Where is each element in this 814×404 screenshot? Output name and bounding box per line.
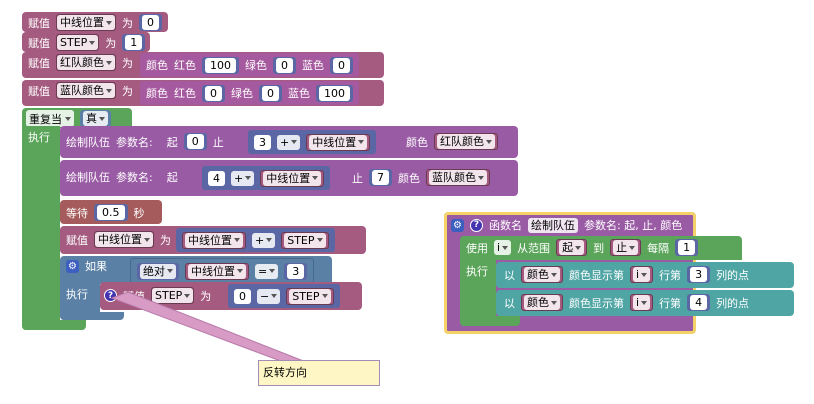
chevron-down-icon: [271, 294, 278, 298]
chevron-down-icon: [575, 245, 582, 250]
var-dropdown[interactable]: 蓝队颜色: [56, 82, 116, 99]
assign-label: 赋值: [28, 84, 50, 98]
chevron-down-icon: [106, 88, 112, 93]
to-label: 为: [122, 56, 133, 70]
for-bottom-bar: [460, 316, 520, 326]
help-icon[interactable]: ?: [470, 218, 483, 232]
var-dropdown[interactable]: STEP: [56, 34, 100, 51]
if-bottom-bar: [60, 312, 124, 320]
chevron-down-icon: [291, 140, 298, 144]
chevron-down-icon: [167, 269, 173, 273]
set-pixel-block[interactable]: 以 颜色 颜色显示第 i 行第 3 列的点: [496, 262, 794, 288]
chevron-down-icon: [551, 300, 557, 305]
assign-label: 赋值: [28, 36, 50, 50]
to-label: 为: [105, 36, 117, 50]
repeat-body-bar: 执行: [22, 126, 60, 330]
set-step-block[interactable]: 赋值 STEP 为 1: [22, 32, 150, 52]
chevron-down-icon: [629, 245, 636, 250]
chevron-down-icon: [266, 238, 273, 242]
chevron-down-icon: [144, 237, 150, 242]
chevron-down-icon: [234, 238, 240, 242]
chevron-down-icon: [641, 272, 648, 277]
number-slot[interactable]: 0: [139, 14, 162, 31]
compare-block[interactable]: 绝对 中线位置 = 3: [130, 258, 315, 284]
repeat-while-block[interactable]: 重复当 真: [22, 108, 132, 128]
do-label: 执行: [66, 288, 88, 301]
call-draw-team-block[interactable]: 绘制队伍 参数名: 起 0 止 3 + 中线位置 颜色 红队颜色: [60, 126, 518, 158]
set-mid-block[interactable]: 赋值 中线位置 为 0: [22, 12, 168, 32]
to-label: 为: [122, 16, 133, 30]
chevron-down-icon: [269, 269, 276, 273]
if-block[interactable]: ⚙ 如果 绝对 中线位置 = 3: [60, 256, 332, 284]
chevron-down-icon: [478, 175, 484, 180]
chevron-down-icon: [106, 20, 112, 25]
gear-icon[interactable]: ⚙: [66, 259, 79, 273]
var-dropdown[interactable]: 中线位置: [56, 14, 116, 31]
do-label: 执行: [466, 265, 488, 278]
do-label: 执行: [28, 131, 50, 144]
chevron-down-icon: [312, 176, 319, 180]
set-blue-block[interactable]: 赋值 蓝队颜色 为 颜色 红色 0 绿色 0 蓝色 100: [22, 80, 384, 106]
chevron-down-icon: [316, 238, 323, 242]
gear-icon[interactable]: ⚙: [451, 218, 464, 232]
wait-block[interactable]: 等待 0.5 秒: [60, 200, 162, 224]
color-rgb-block[interactable]: 颜色 红色 100 绿色 0 蓝色 0: [140, 53, 359, 77]
chevron-down-icon: [551, 272, 557, 277]
chevron-down-icon: [65, 116, 71, 121]
chevron-down-icon: [99, 116, 105, 121]
chevron-down-icon: [237, 269, 243, 273]
to-label: 为: [122, 84, 133, 98]
function-name-field[interactable]: 绘制队伍: [528, 217, 578, 233]
math-add-block[interactable]: 中线位置 + STEP: [176, 228, 335, 252]
repeat-mode-dropdown[interactable]: 重复当: [26, 110, 74, 127]
math-add-block[interactable]: 3 + 中线位置: [248, 130, 377, 154]
chevron-down-icon: [184, 293, 191, 298]
comment-text[interactable]: 反转方向: [263, 366, 307, 379]
chevron-down-icon: [89, 40, 96, 45]
var-dropdown[interactable]: 红队颜色: [56, 54, 116, 71]
set-pixel-block[interactable]: 以 颜色 颜色显示第 i 行第 4 列的点: [496, 290, 794, 316]
chevron-down-icon: [641, 300, 648, 305]
assign-label: 赋值: [28, 16, 50, 30]
chevron-down-icon: [106, 60, 112, 65]
chevron-down-icon: [358, 140, 365, 144]
bool-slot[interactable]: 真: [80, 110, 111, 127]
call-draw-team-block[interactable]: 绘制队伍 参数名: 起 4 + 中线位置 止 7 颜色 蓝队颜色: [60, 160, 518, 196]
for-body-bar: 执行: [460, 258, 496, 326]
chevron-down-icon: [502, 245, 509, 250]
set-mid-add-block[interactable]: 赋值 中线位置 为 中线位置 + STEP: [60, 226, 366, 254]
chevron-down-icon: [486, 139, 492, 144]
math-subtract-block[interactable]: 0 − STEP: [228, 284, 340, 308]
for-range-block[interactable]: 使用 i 从范围 起 到 止 每隔 1: [460, 236, 742, 260]
repeat-bottom-bar: [22, 320, 86, 330]
chevron-down-icon: [245, 176, 252, 180]
math-add-block[interactable]: 4 + 中线位置: [202, 166, 331, 190]
assign-label: 赋值: [28, 56, 50, 70]
set-red-block[interactable]: 赋值 红队颜色 为 颜色 红色 100 绿色 0 蓝色 0: [22, 52, 384, 78]
color-rgb-block[interactable]: 颜色 红色 0 绿色 0 蓝色 100: [140, 81, 359, 105]
number-slot[interactable]: 1: [122, 34, 146, 51]
comment-bubble[interactable]: 反转方向: [258, 360, 380, 386]
chevron-down-icon: [321, 294, 328, 298]
